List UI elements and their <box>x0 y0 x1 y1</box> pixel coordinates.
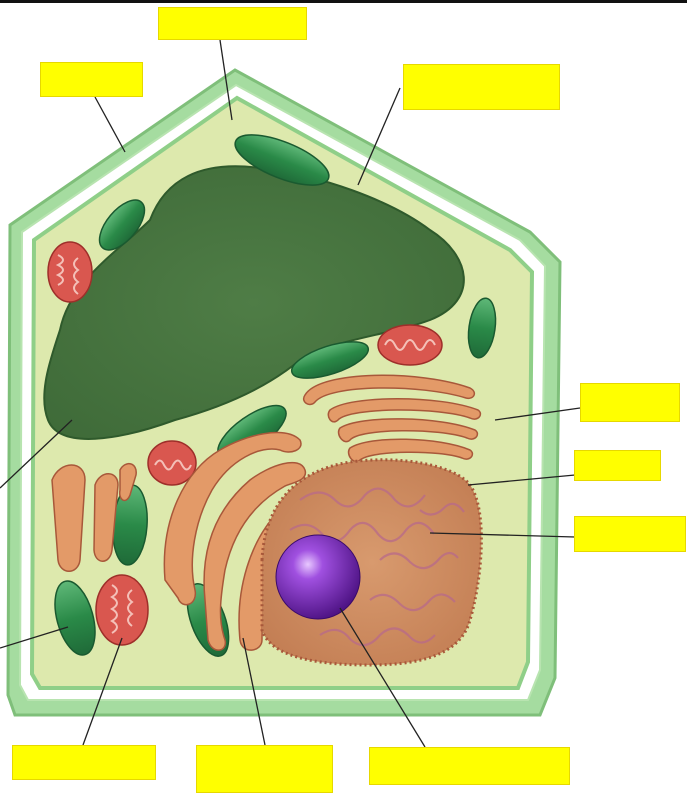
label-box-nuclear-envelope <box>574 450 661 481</box>
label-box-cell-wall <box>40 62 143 97</box>
mitochondrion <box>378 325 442 365</box>
label-box-top <box>158 7 307 40</box>
nucleolus <box>276 535 360 619</box>
mitochondrion <box>96 575 148 645</box>
label-box-er <box>196 745 333 793</box>
label-box-golgi <box>580 383 680 422</box>
label-box-nucleolus <box>369 747 570 785</box>
label-box-chromatin <box>574 516 686 552</box>
label-box-cytoplasm <box>403 64 560 110</box>
pointer-line <box>95 97 125 152</box>
mitochondrion <box>48 242 92 302</box>
label-box-mitochondrion <box>12 745 156 780</box>
